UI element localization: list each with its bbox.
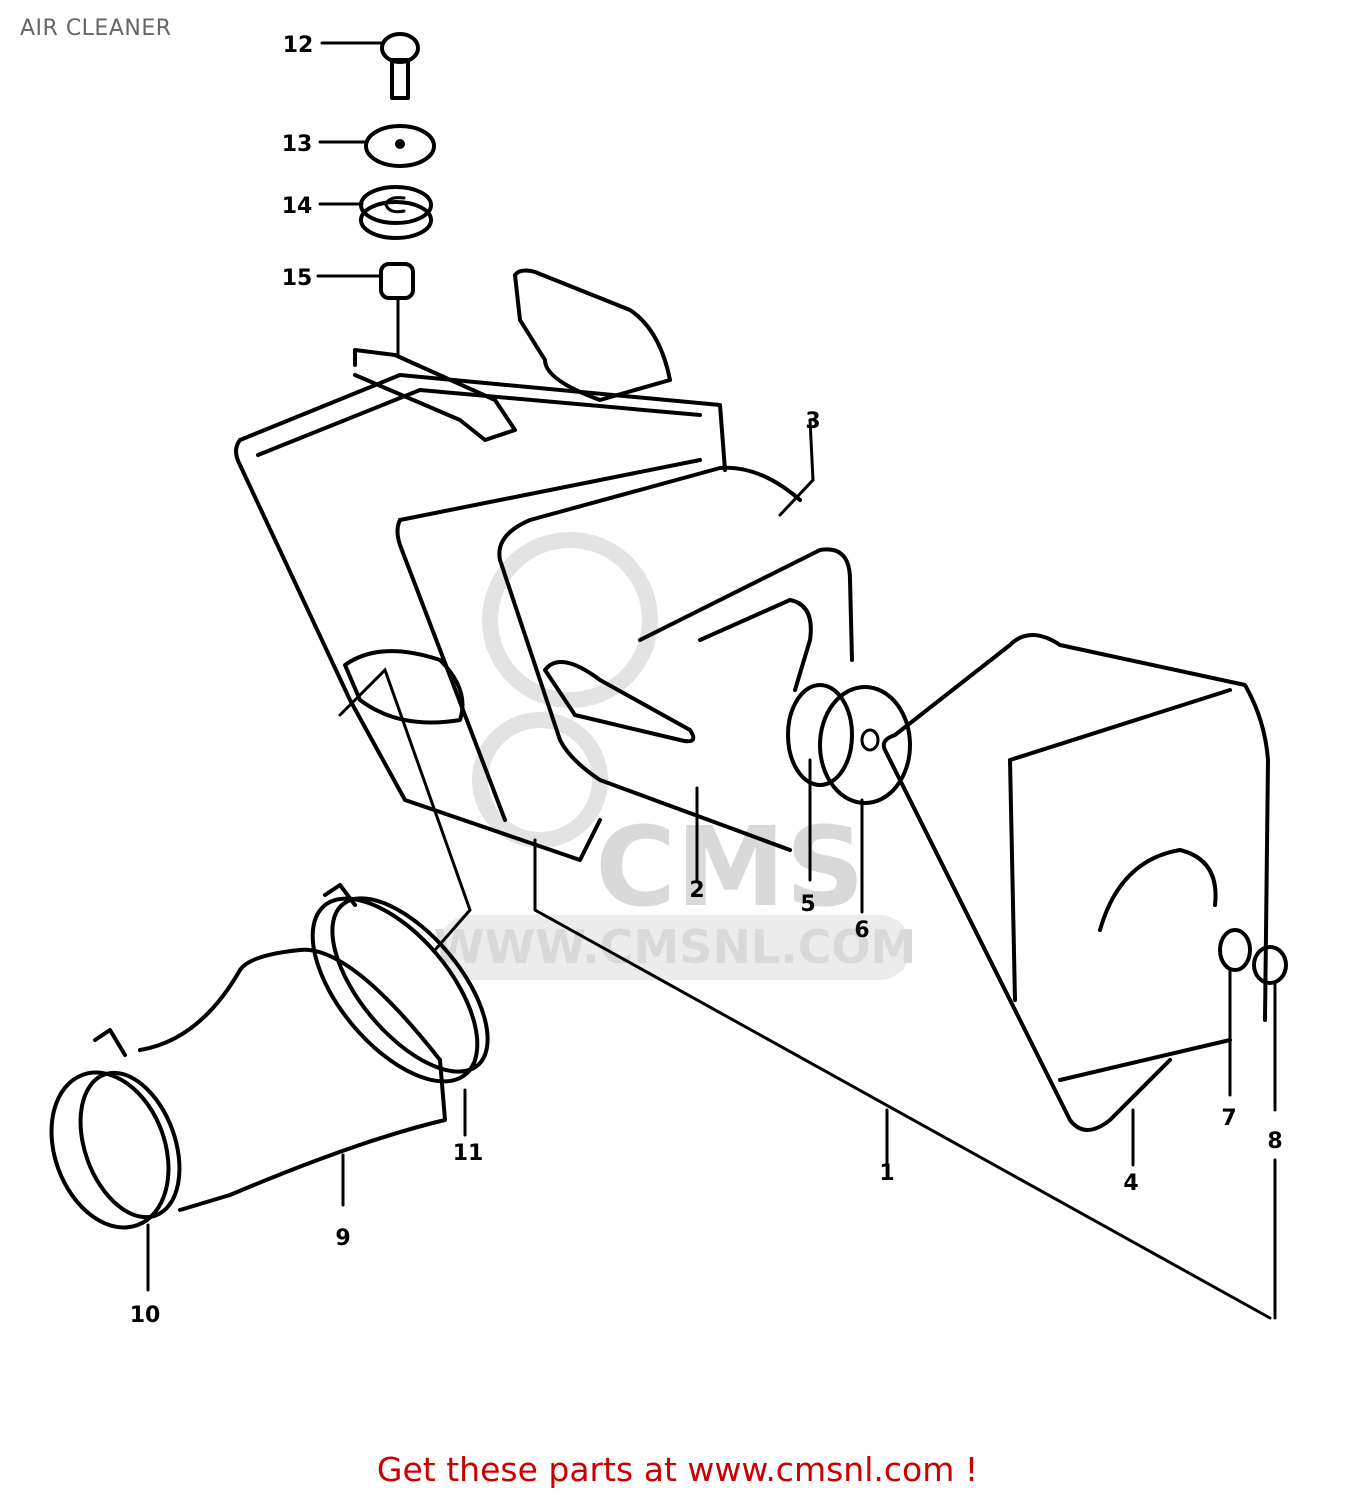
callout-15[interactable]: 15 <box>282 266 313 291</box>
callout-7[interactable]: 7 <box>1221 1106 1236 1131</box>
callout-3[interactable]: 3 <box>805 409 820 434</box>
callout-9[interactable]: 9 <box>335 1226 350 1251</box>
part-15-collar[interactable] <box>316 262 415 357</box>
part-2-element[interactable] <box>497 465 802 882</box>
part-4-cap[interactable] <box>881 633 1270 1167</box>
callout-13[interactable]: 13 <box>282 132 313 157</box>
part-1-air-cleaner-case[interactable] <box>234 268 727 862</box>
part-7-washer[interactable] <box>1218 928 1252 1097</box>
part-5-seal[interactable] <box>786 683 854 882</box>
callout-1[interactable]: 1 <box>879 1161 894 1186</box>
callout-5[interactable]: 5 <box>800 892 815 917</box>
watermark: WWW.CMSNL.COM CMS <box>434 532 917 980</box>
part-6-plate[interactable] <box>818 685 912 914</box>
part-11-clamp[interactable] <box>282 870 516 1137</box>
watermark-url: WWW.CMSNL.COM <box>434 920 917 974</box>
callout-4[interactable]: 4 <box>1123 1171 1138 1196</box>
callout-12[interactable]: 12 <box>283 33 314 58</box>
part-8-nut[interactable] <box>1252 945 1288 1112</box>
watermark-logo: CMS <box>595 803 864 931</box>
part-13-washer[interactable] <box>318 124 436 168</box>
callout-labels: 12 13 14 15 3 2 5 6 7 8 4 1 11 9 10 <box>130 33 1283 1328</box>
part-9-outlet-tube[interactable] <box>138 947 447 1212</box>
callout-6[interactable]: 6 <box>854 918 869 943</box>
callout-14[interactable]: 14 <box>282 194 313 219</box>
callout-8[interactable]: 8 <box>1267 1129 1282 1154</box>
callout-11[interactable]: 11 <box>453 1141 484 1166</box>
footer-link[interactable]: Get these parts at www.cmsnl.com ! <box>376 1450 979 1489</box>
part-12-bolt[interactable] <box>320 32 420 100</box>
callout-10[interactable]: 10 <box>130 1303 161 1328</box>
part-10-clamp[interactable] <box>31 1028 198 1292</box>
page-title: AIR CLEANER <box>20 16 172 41</box>
part-3-frame[interactable] <box>638 418 854 692</box>
part-14-grommet[interactable] <box>318 185 433 240</box>
part-1-leader <box>338 667 1277 1320</box>
callout-2[interactable]: 2 <box>689 878 704 903</box>
